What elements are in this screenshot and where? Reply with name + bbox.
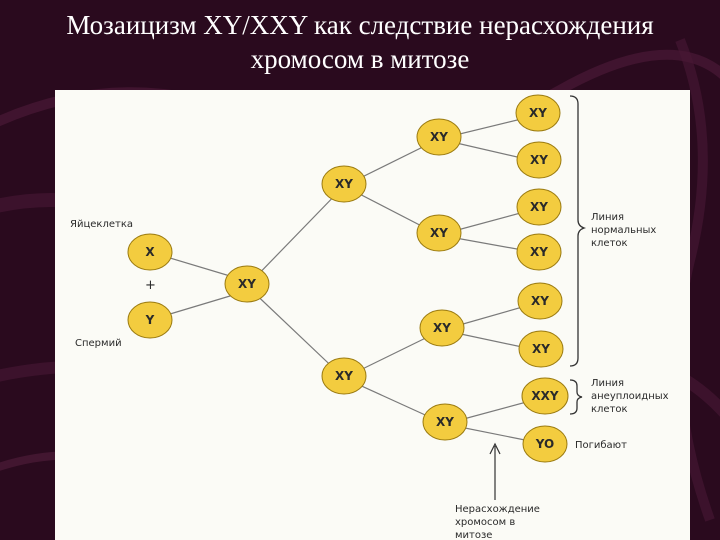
normal-line-label-3: клеток (591, 238, 628, 249)
nondisjunction-label-3: митозе (455, 530, 492, 540)
node-sperm-label: Y (145, 313, 155, 327)
aneuploid-line-label-1: Линия (591, 378, 624, 389)
lineage-nodes: X Y XY XY XY XY (127, 94, 569, 463)
node-gen4-3: XY (516, 188, 562, 226)
node-gen4-1-label: XY (529, 106, 547, 120)
normal-line-brace (569, 95, 587, 367)
node-gen4-4-label: XY (530, 245, 548, 259)
node-gen3-4: XY (422, 403, 468, 441)
node-gen4-8-label: YO (535, 437, 554, 451)
node-gen4-7: XXY (521, 377, 569, 415)
node-gen3-4-label: XY (436, 415, 454, 429)
aneuploid-line-brace (569, 379, 583, 415)
normal-line-label-2: нормальных (591, 225, 656, 236)
node-gen3-2: XY (416, 214, 462, 252)
node-gen4-5-label: XY (531, 294, 549, 308)
node-gen3-2-label: XY (430, 226, 448, 240)
aneuploid-line-label-2: анеуплоидных (591, 391, 669, 402)
node-gen3-3: XY (419, 309, 465, 347)
plus-sign: + (145, 278, 156, 293)
node-egg-label: X (145, 245, 155, 259)
node-gen2-bottom: XY (321, 357, 367, 395)
nondisjunction-label-2: хромосом в (455, 517, 515, 528)
node-gen4-2-label: XY (530, 153, 548, 167)
slide-title: Мозаицизм XY/XXY как следствие нерасхожд… (0, 8, 720, 76)
node-gen4-2: XY (516, 141, 562, 179)
node-gen3-3-label: XY (433, 321, 451, 335)
edge-zygote-gen2top (246, 185, 345, 287)
sperm-label: Спермий (75, 338, 122, 349)
normal-line-label: Линия нормальных клеток (591, 212, 656, 249)
slide-title-line1: Мозаицизм XY/XXY как следствие нерасхожд… (66, 10, 654, 40)
node-egg: X (127, 233, 173, 271)
nondisjunction-label-1: Нерасхождение (455, 504, 540, 515)
node-gen4-1: XY (515, 94, 561, 132)
nondisjunction-label: Нерасхождение хромосом в митозе (455, 504, 540, 540)
lineage-edges (149, 114, 546, 445)
node-gen4-8: YO (522, 425, 568, 463)
slide-title-line2: хромосом в митозе (250, 44, 470, 74)
node-gen4-6-label: XY (532, 342, 550, 356)
node-gen4-3-label: XY (530, 200, 548, 214)
node-gen3-1: XY (416, 118, 462, 156)
aneuploid-line-label: Линия анеуплоидных клеток (591, 378, 669, 415)
node-sperm: Y (127, 301, 173, 339)
aneuploid-line-label-3: клеток (591, 404, 628, 415)
egg-label: Яйцеклетка (70, 219, 133, 230)
normal-line-label-1: Линия (591, 212, 624, 223)
node-gen4-4: XY (516, 233, 562, 271)
node-zygote: XY (224, 265, 270, 303)
node-gen2-top-label: XY (335, 177, 353, 191)
diagram-panel: X Y XY XY XY XY (55, 90, 690, 540)
node-gen4-7-label: XXY (531, 389, 559, 403)
mosaicism-lineage-diagram: X Y XY XY XY XY (70, 94, 669, 540)
edge-zygote-gen2bottom (246, 285, 345, 379)
node-gen3-1-label: XY (430, 130, 448, 144)
node-gen2-bottom-label: XY (335, 369, 353, 383)
node-gen4-6: XY (518, 330, 564, 368)
perish-label: Погибают (575, 440, 627, 451)
node-zygote-label: XY (238, 277, 256, 291)
node-gen4-5: XY (517, 282, 563, 320)
nondisjunction-arrow-icon (489, 442, 501, 500)
node-gen2-top: XY (321, 165, 367, 203)
